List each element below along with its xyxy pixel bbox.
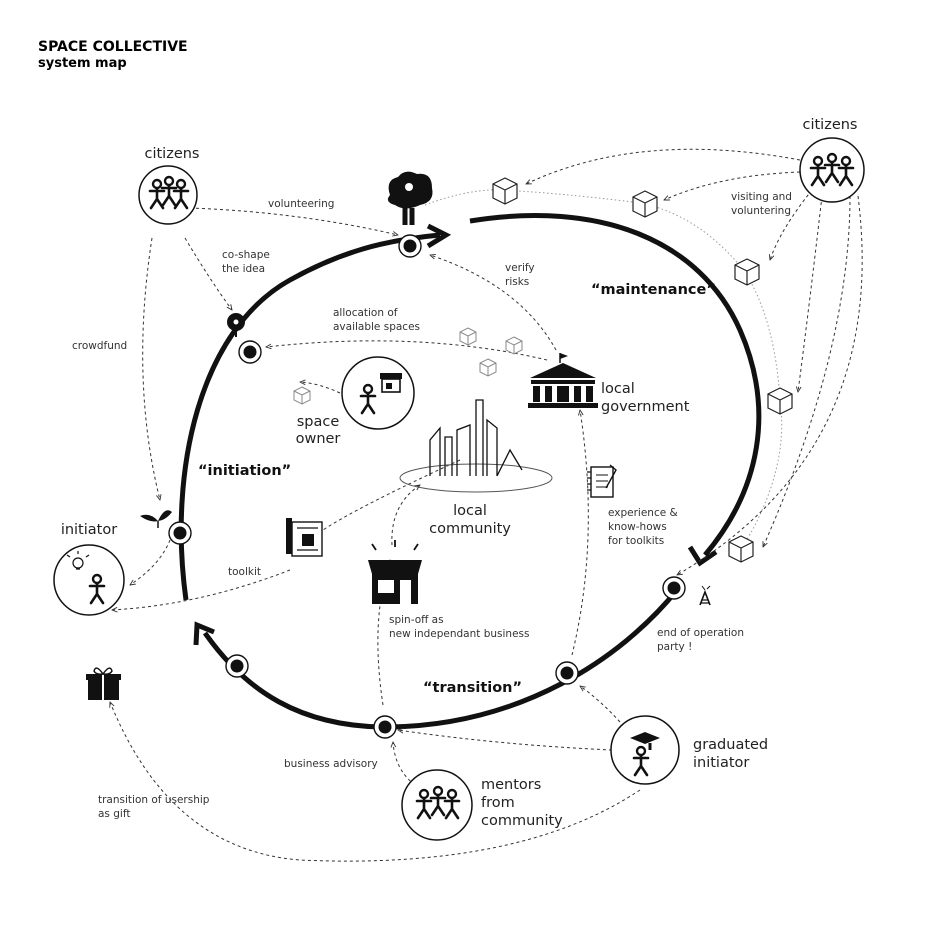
party-hat-icon [699,585,711,606]
space-cube-5 [728,535,754,563]
transition-arc [202,588,679,730]
sprout-icon [140,510,172,528]
phase-initiation-label: “initiation” [198,463,291,479]
flow-verify-label-2: risks [505,276,529,288]
flow-visiting-label-2: voluntering [731,205,791,217]
notebook-icon [587,464,617,498]
maintenance-arrowhead [687,545,718,567]
citizens-right-label: citizens [803,117,858,133]
local-government-label-2: government [601,399,690,415]
cycle-node-initiator [168,521,192,545]
city-skyline-icon [399,399,553,493]
graduated-initiator-label-2: initiator [693,755,749,771]
government-building-icon [528,353,598,408]
dashed-flows [110,148,863,862]
phase-maintenance-label: “maintenance” [591,282,716,298]
phase-transition-label: “transition” [423,680,522,696]
mentors-label-3: community [481,813,563,829]
owner-space-cube [293,386,311,405]
flow-spinoff-label-1: spin-off as [389,614,444,626]
initiator-actor [53,544,125,616]
initiation-arrowhead [426,223,452,249]
sapling-flower-icon [227,313,245,337]
space-owner-label-1: space [297,414,340,430]
toolkit-document-icon [286,518,323,557]
available-space-cube-2 [505,336,523,355]
spinoff-shop-icon [368,540,422,604]
flow-end-party-label-1: end of operation [657,627,744,639]
maintenance-arc [469,213,762,557]
cycle-node-volunteering [398,234,422,258]
space-cube-1 [492,177,518,205]
flow-end-party-label-2: party ! [657,641,692,653]
mentors-label-1: mentors [481,777,541,793]
local-community-label-2: community [429,521,511,537]
citizens-left-actor [138,165,198,225]
lightbulb-icon [66,551,90,570]
graduated-initiator-actor [610,715,680,785]
space-cube-3 [734,258,760,286]
initiator-label: initiator [61,522,117,538]
flow-volunteering-label: volunteering [268,198,334,210]
cycle-node-graduated [555,661,579,685]
shop-icon [380,373,402,393]
flow-experience-label-3: for toolkits [608,535,664,547]
flow-visiting-label-1: visiting and [731,191,792,203]
cycle-node-gift [225,654,249,678]
citizens-right-actor [799,137,865,203]
map-title: SPACE COLLECTIVE [38,39,188,55]
space-owner-label-2: owner [296,431,341,447]
flow-toolkit-label: toolkit [228,566,261,578]
mentors-label-2: from [481,795,515,811]
flow-verify-label-1: verify [505,262,535,274]
space-owner-actor [341,356,415,430]
flow-experience-label-1: experience & [608,507,678,519]
available-space-cube-3 [479,358,497,377]
transition-arrowhead [193,621,215,646]
flow-coshape-label-2: the idea [222,263,265,275]
local-government-label-1: local [601,381,635,397]
cycle-node-advisory [373,715,397,739]
flow-allocation-label-1: allocation of [333,307,398,319]
flow-allocation-label-2: available spaces [333,321,420,333]
flow-business-advisory-label: business advisory [284,758,378,770]
space-cube-4 [767,387,793,415]
main-cycle [178,213,762,730]
available-space-cube-1 [459,327,477,346]
space-cube-2 [632,190,658,218]
flow-coshape-label-1: co-shape [222,249,270,261]
mentors-actor [401,769,473,841]
flow-spinoff-label-2: new independant business [389,628,530,640]
initiation-arc [178,232,441,601]
local-community-label-1: local [453,503,487,519]
cycle-node-allocation [238,340,262,364]
citizens-left-label: citizens [145,146,200,162]
gift-icon [86,667,121,700]
map-subtitle: system map [38,56,127,71]
graduated-initiator-label-1: graduated [693,737,768,753]
flow-gift-label-2: as gift [98,808,130,820]
tree-lightbulb-icon [387,171,433,225]
flow-experience-label-2: know-hows [608,521,667,533]
flow-crowdfund-label: crowdfund [72,340,127,352]
cycle-node-end [662,576,686,600]
flow-gift-label-1: transition of usership [98,794,210,806]
graduation-cap-icon [630,732,660,750]
